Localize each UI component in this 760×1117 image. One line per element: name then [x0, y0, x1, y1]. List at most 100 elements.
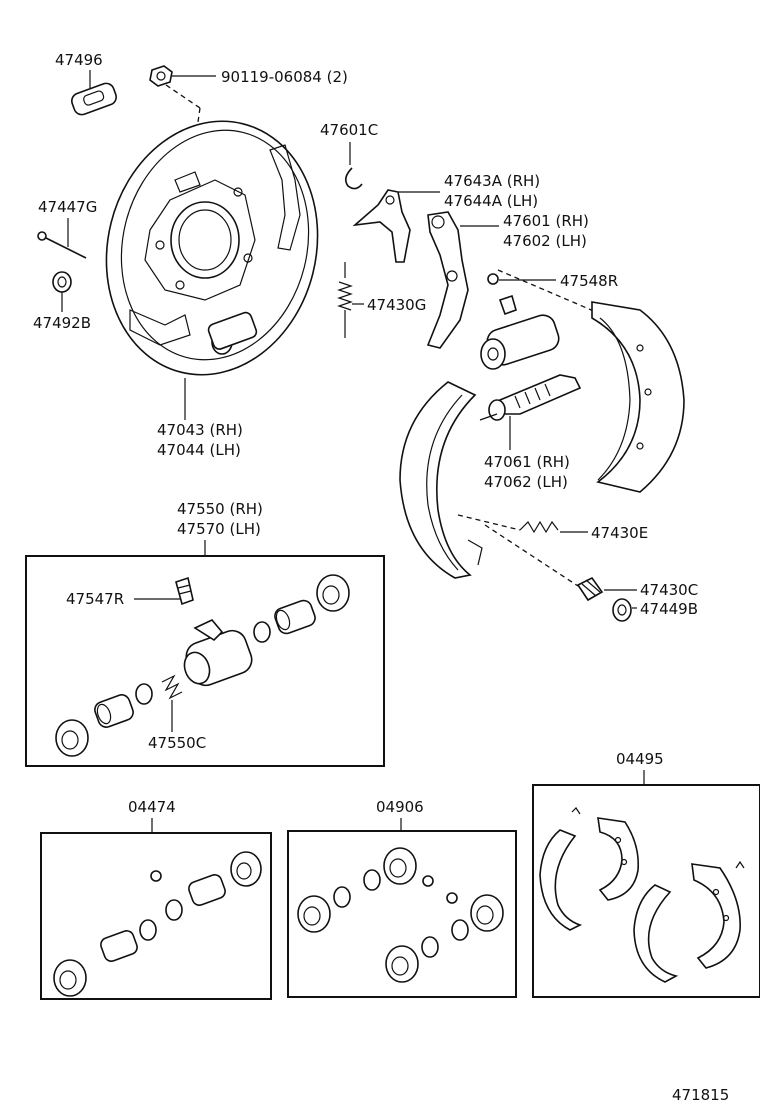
shoe-hole — [722, 914, 730, 922]
backing-plate-lower-pad — [129, 309, 191, 346]
label-47601: 47601 (RH) — [503, 212, 589, 230]
label-47550: 47550 (RH) — [177, 500, 263, 518]
boot-part — [383, 847, 417, 885]
bolt-washer — [156, 71, 166, 81]
shoe-mark — [571, 807, 581, 815]
spring-47550c-coil — [161, 674, 183, 700]
hole-plug-inner — [83, 90, 105, 106]
adjuster-thread — [514, 383, 551, 409]
spring-47430c-coil — [581, 579, 601, 597]
label-47430c: 47430C — [640, 581, 698, 599]
shoe-hole — [636, 442, 644, 450]
cup-part — [421, 936, 439, 958]
backing-plate-hub-hole — [170, 201, 240, 279]
backing-plate-slot — [174, 171, 201, 193]
cap-part — [446, 892, 458, 904]
bleeder-cap-part — [487, 273, 499, 285]
label-04906: 04906 — [376, 798, 424, 816]
label-47602: 47602 (LH) — [503, 232, 587, 250]
bolt-guide-line — [197, 107, 201, 123]
bleeder-screw-part — [498, 294, 517, 316]
shoe-hole — [620, 858, 628, 866]
figure-number: 471815 — [672, 1086, 729, 1104]
boot-inner — [391, 956, 409, 976]
shoe-tab — [467, 539, 483, 566]
shoe-hole — [636, 344, 644, 352]
strut-eye — [431, 215, 445, 229]
kit-04906-parts — [297, 847, 504, 983]
piston-part — [274, 599, 316, 635]
shoe-hole — [614, 836, 622, 844]
shoe-web-part — [691, 863, 741, 969]
shoe-hole — [644, 388, 652, 396]
bolt-hole — [233, 187, 243, 197]
c-washer-part — [344, 167, 363, 190]
boot-inner — [236, 862, 252, 880]
retainer-cup-part — [612, 598, 632, 622]
boot-part — [53, 959, 87, 997]
shoe-hold-pin-part — [41, 235, 87, 259]
boot-inner — [389, 858, 407, 878]
label-47043: 47043 (RH) — [157, 421, 243, 439]
label-47643a: 47643A (RH) — [444, 172, 540, 190]
boot-inner — [322, 585, 340, 605]
kit-04495-box — [532, 784, 760, 998]
label-47044: 47044 (LH) — [157, 441, 241, 459]
shoe-mark — [735, 860, 745, 869]
cup-part — [451, 919, 469, 941]
wheel-cylinder-end — [480, 338, 506, 370]
brake-shoe-right-part — [591, 301, 685, 493]
piston-face — [96, 703, 112, 725]
adjuster-wheel — [488, 399, 506, 421]
wheel-cylinder-exploded — [55, 574, 350, 757]
backing-plate-group — [37, 65, 319, 376]
retainer-cup-inner — [617, 604, 627, 616]
piston-part — [94, 694, 134, 728]
label-04474: 04474 — [128, 798, 176, 816]
cap-part — [422, 875, 434, 887]
shoe-hold-pin-head — [37, 231, 47, 241]
kit-04474-parts — [53, 851, 262, 997]
shoe-hardware-group — [337, 167, 685, 622]
brake-shoe-right-web — [597, 317, 631, 481]
cup-part — [333, 886, 351, 908]
label-90119: 90119-06084 (2) — [221, 68, 348, 86]
label-47449b: 47449B — [640, 600, 698, 618]
wheel-cylinder-bore — [487, 347, 499, 361]
boot-part — [470, 894, 504, 932]
label-47062: 47062 (LH) — [484, 473, 568, 491]
label-47548r: 47548R — [560, 272, 618, 290]
boot-inner — [303, 906, 321, 926]
shoe-web-part — [597, 817, 640, 901]
hold-down-cup-part — [52, 271, 72, 293]
label-47570: 47570 (LH) — [177, 520, 261, 538]
boot-part — [385, 945, 419, 983]
backing-plate-hub-inner — [178, 209, 232, 271]
piston-face — [275, 609, 291, 631]
cup-part — [165, 899, 183, 921]
label-47061: 47061 (RH) — [484, 453, 570, 471]
label-47430e: 47430E — [591, 524, 648, 542]
boot-inner — [59, 970, 77, 990]
boot-inner — [476, 905, 494, 925]
kit-04495-parts — [539, 807, 745, 983]
adjuster-part — [498, 374, 582, 415]
label-47547r: 47547R — [66, 590, 124, 608]
bolt-hole — [243, 253, 253, 263]
bleeder-thread — [177, 584, 192, 595]
backing-plate-rim — [105, 120, 319, 376]
shoe-hole — [712, 888, 720, 896]
bolt-hole — [155, 240, 165, 250]
label-47601c: 47601C — [320, 121, 378, 139]
parking-lever-pin — [385, 195, 395, 205]
bolt-guide-line — [165, 84, 201, 109]
cylinder-flange — [193, 619, 224, 642]
spring-47430e-coil — [519, 520, 559, 534]
hole-plug-part — [71, 82, 117, 116]
label-47430g: 47430G — [367, 296, 426, 314]
guide-line-spring-c — [484, 524, 579, 587]
label-47447g: 47447G — [38, 198, 97, 216]
hold-down-cup-inner — [57, 276, 67, 288]
